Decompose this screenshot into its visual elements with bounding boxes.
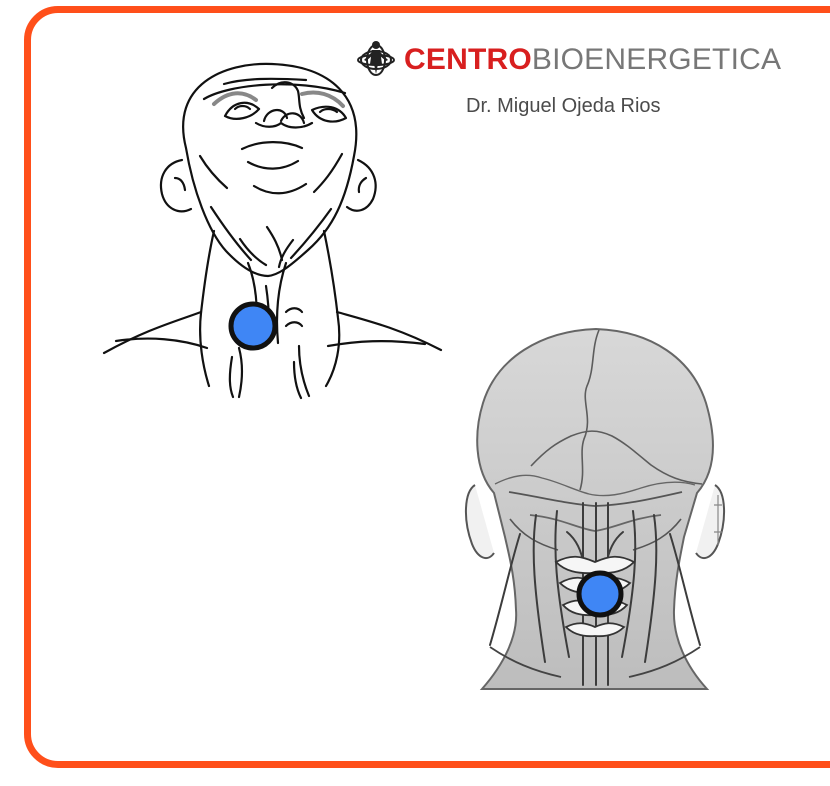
brand-name-light: BIOENERGETICA xyxy=(532,43,781,76)
front-neck-marker xyxy=(231,304,275,348)
posterior-neck-marker xyxy=(579,573,621,615)
front-neck-illustration xyxy=(88,60,448,400)
brand-name: CENTROBIOENERGETICA xyxy=(404,42,781,78)
doctor-name: Dr. Miguel Ojeda Rios xyxy=(466,95,661,118)
posterior-neck-illustration xyxy=(460,325,730,695)
